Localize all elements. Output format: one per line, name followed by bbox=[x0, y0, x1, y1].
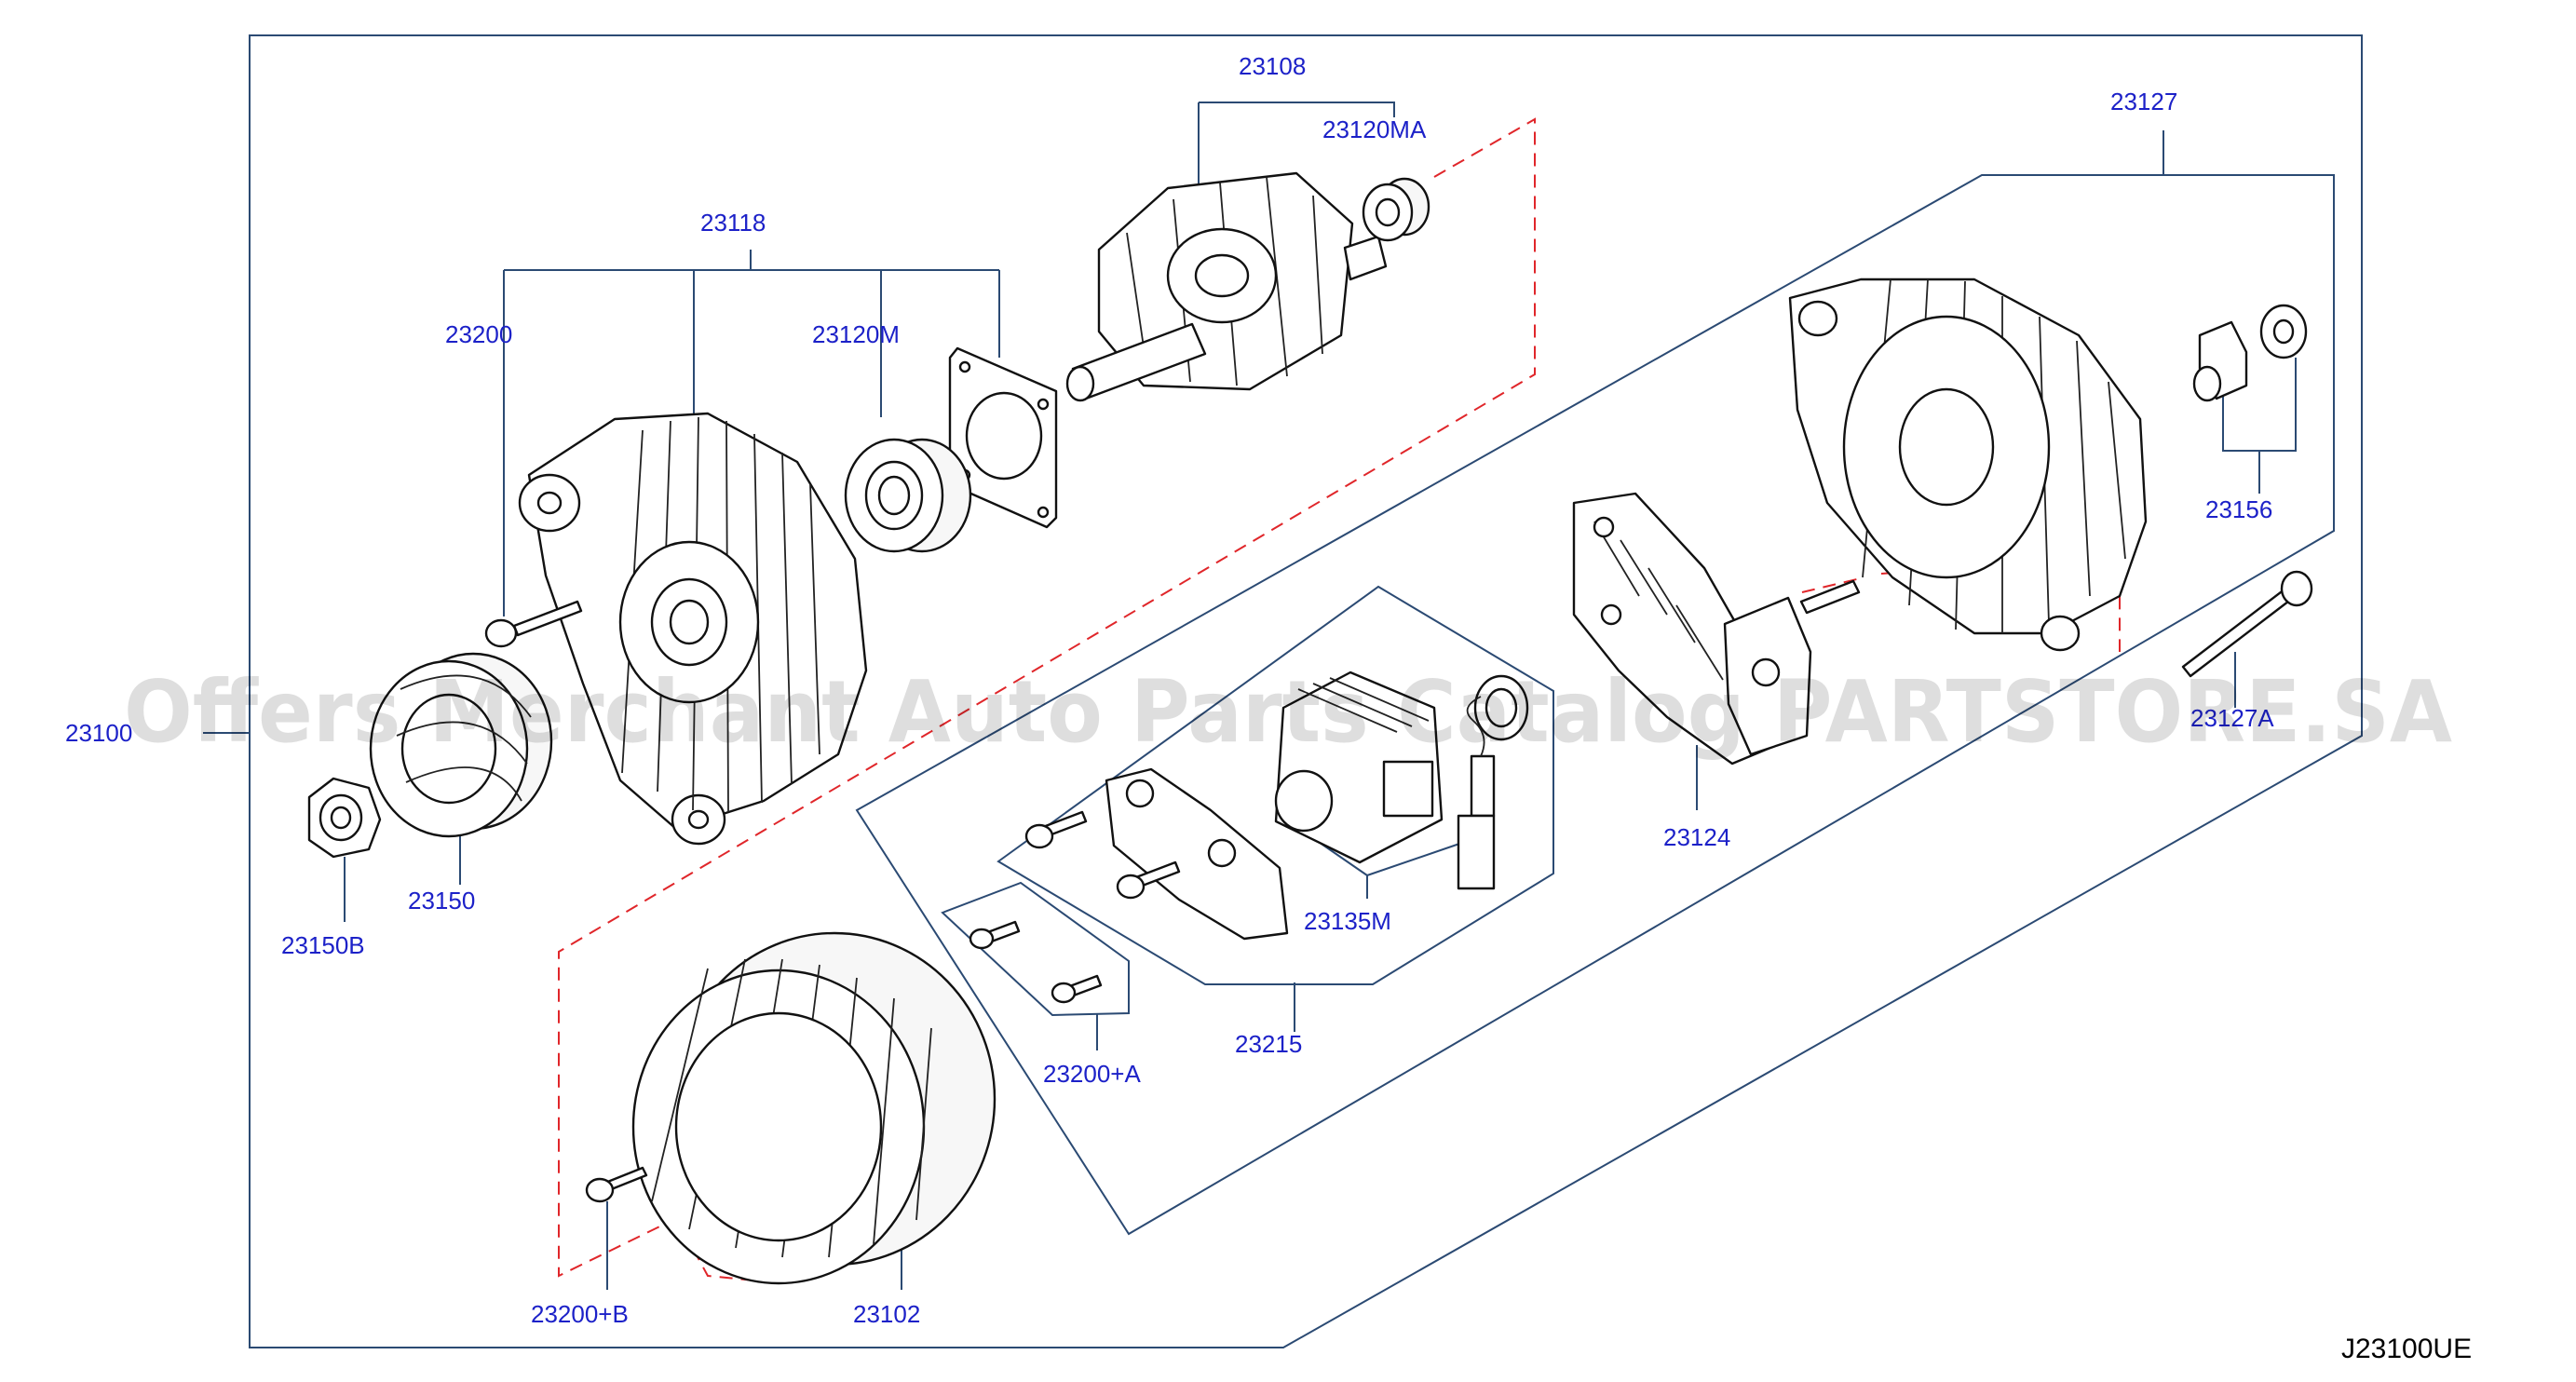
callout-23127: 23127 bbox=[2110, 88, 2177, 115]
screws-23200a bbox=[969, 920, 1103, 1004]
callout-23118: 23118 bbox=[700, 209, 766, 237]
rotor-23108 bbox=[1065, 171, 1388, 402]
front-housing-23118 bbox=[518, 412, 868, 846]
callout-23100: 23100 bbox=[65, 719, 132, 747]
callout-23120ma: 23120MA bbox=[1322, 115, 1427, 143]
callout-23135m: 23135M bbox=[1304, 907, 1391, 935]
callout-23150b: 23150B bbox=[281, 931, 365, 959]
screw-23200 bbox=[484, 600, 583, 648]
leader-23108 bbox=[1199, 102, 1395, 117]
callout-23124: 23124 bbox=[1663, 823, 1730, 851]
callout-23200a: 23200+A bbox=[1043, 1060, 1141, 1088]
callout-23156: 23156 bbox=[2205, 495, 2272, 523]
brushes-23135m bbox=[1457, 696, 1496, 890]
stator-23102 bbox=[631, 931, 997, 1285]
rear-guide-2 bbox=[1801, 576, 1865, 593]
callout-23200b: 23200+B bbox=[531, 1300, 629, 1328]
callout-23150: 23150 bbox=[408, 887, 475, 915]
screws-frame bbox=[941, 881, 1130, 1017]
callout-23108: 23108 bbox=[1239, 52, 1306, 80]
leader-23156 bbox=[2222, 358, 2297, 494]
regulator-23215 bbox=[1105, 671, 1444, 941]
retainer-plate bbox=[948, 346, 1058, 529]
callout-23215: 23215 bbox=[1235, 1030, 1302, 1058]
callout-23102: 23102 bbox=[853, 1300, 920, 1328]
rear-housing-23127 bbox=[1788, 278, 2148, 652]
callout-23200: 23200 bbox=[445, 320, 512, 348]
pulley-23150 bbox=[369, 652, 553, 838]
assembly-frame bbox=[249, 34, 2363, 1348]
callout-23120m: 23120M bbox=[812, 320, 900, 348]
clip-ring bbox=[1473, 674, 1529, 741]
bearing-23120ma bbox=[1362, 177, 1430, 242]
rear-housing-frame bbox=[855, 174, 2335, 1236]
shaft-guide-upper bbox=[558, 117, 1536, 1278]
leader-23118 bbox=[503, 250, 1000, 616]
rectifier-23124 bbox=[1572, 492, 1861, 766]
regulator-screws bbox=[1024, 810, 1181, 900]
diagram-code: J23100UE bbox=[2341, 1334, 2472, 1364]
nut-23150b bbox=[307, 777, 382, 859]
callout-23127a: 23127A bbox=[2190, 704, 2274, 732]
bearing-23120m bbox=[844, 438, 972, 553]
screw-23200b bbox=[585, 1166, 648, 1203]
parts-23156 bbox=[2192, 304, 2308, 402]
through-bolt-23127a bbox=[2181, 570, 2313, 678]
watermark: Offers Merchant Auto Parts Catalog PARTS… bbox=[124, 662, 2452, 762]
regulator-frame bbox=[997, 585, 1554, 985]
